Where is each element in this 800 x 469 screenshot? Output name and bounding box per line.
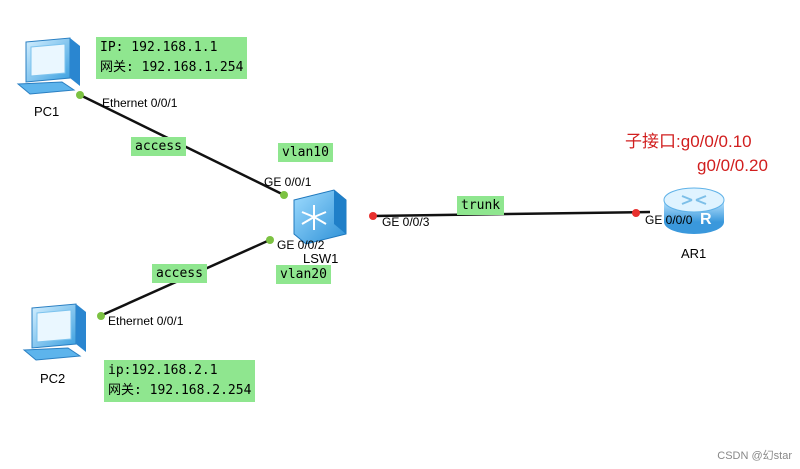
pc1-addressing-box: IP: 192.168.1.1 网关: 192.168.1.254 — [96, 37, 248, 79]
lsw1-ge1-label: GE 0/0/1 — [264, 175, 312, 189]
port-dot-lsw1-ge3 — [369, 212, 377, 220]
port-dot-ar1-ge0 — [632, 209, 640, 217]
pc2-name: PC2 — [40, 371, 66, 386]
port-dot-pc1 — [76, 91, 84, 99]
pc1-computer-icon[interactable] — [16, 37, 80, 95]
pc2-ip-text: ip:192.168.2.1 — [108, 363, 218, 378]
uplink-mode-tag: trunk — [457, 196, 505, 215]
pc1-gateway-text: 网关: 192.168.1.254 — [100, 60, 244, 75]
vlan10-tag: vlan10 — [278, 143, 333, 162]
link-lsw1-ar1 — [371, 210, 651, 218]
pc2-addressing-box: ip:192.168.2.1 网关: 192.168.2.254 — [104, 360, 256, 402]
ar1-router-icon[interactable]: R — [663, 187, 725, 234]
pc1-name: PC1 — [34, 104, 60, 119]
ar1-name: AR1 — [681, 246, 707, 261]
port-dot-lsw1-ge1 — [280, 191, 288, 199]
lsw1-name: LSW1 — [303, 251, 339, 266]
ar1-ge0-label: GE 0/0/0 — [645, 213, 693, 227]
pc1-link-mode-tag: access — [131, 137, 186, 156]
svg-text:R: R — [700, 211, 712, 228]
port-dot-pc2 — [97, 312, 105, 320]
pc2-link-mode-tag: access — [152, 264, 207, 283]
subinterface-second: g0/0/0.20 — [697, 156, 768, 175]
lsw1-switch-icon[interactable] — [293, 189, 347, 245]
lsw1-ge3-label: GE 0/0/3 — [382, 215, 430, 229]
pc2-gateway-text: 网关: 192.168.2.254 — [108, 383, 252, 398]
pc2-computer-icon[interactable] — [22, 303, 86, 361]
subinterface-line-1: 子接口:g0/0/0.10 — [625, 131, 752, 153]
port-dot-lsw1-ge2 — [266, 236, 274, 244]
subinterface-first: g0/0/0.10 — [680, 132, 752, 151]
subinterface-prefix: 子接口: — [625, 132, 681, 151]
lsw1-ge2-label: GE 0/0/2 — [277, 238, 325, 252]
watermark: CSDN @幻star — [717, 450, 792, 462]
pc1-ip-text: IP: 192.168.1.1 — [100, 40, 218, 55]
pc1-port-label: Ethernet 0/0/1 — [102, 96, 178, 110]
vlan20-tag: vlan20 — [276, 265, 331, 284]
pc2-port-label: Ethernet 0/0/1 — [108, 314, 184, 328]
